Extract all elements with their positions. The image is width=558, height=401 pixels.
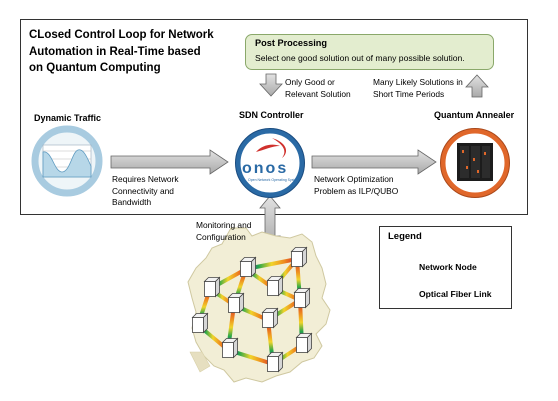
onos-tagline: Open Network Operating System: [248, 178, 300, 182]
network-node-cube: [239, 256, 257, 278]
network-node-cube: [221, 337, 239, 359]
dynamic-traffic-label: Dynamic Traffic: [34, 113, 102, 123]
legend-box: [379, 226, 512, 309]
only-good-label: Only Good or Relevant Solution: [285, 77, 351, 99]
network-node-cube: [191, 312, 209, 334]
network-node-cube: [227, 292, 245, 314]
quantum-annealer-icon: [440, 128, 510, 198]
legend-item-fiber-link: Optical Fiber Link: [419, 289, 492, 299]
post-processing-box: [245, 34, 494, 70]
network-node-cube: [266, 351, 284, 373]
right-arrow-icon: [110, 149, 229, 175]
network-node-cube: [266, 275, 284, 297]
requires-label: Requires Network Connectivity and Bandwi…: [112, 174, 179, 207]
up-arrow-icon: [465, 74, 489, 98]
monitoring-label: Monitoring and Configuration: [196, 220, 252, 242]
network-node-cube: [293, 287, 311, 309]
sdn-controller-label: SDN Controller: [239, 110, 304, 120]
diagram-title: CLosed Control Loop for Network Automati…: [29, 29, 214, 74]
network-node-cube: [203, 276, 221, 298]
down-arrow-icon: [259, 73, 283, 97]
optimization-label: Network Optimization Problem as ILP/QUBO: [314, 174, 399, 196]
many-likely-label: Many Likely Solutions in Short Time Peri…: [373, 77, 463, 99]
quantum-annealer-label: Quantum Annealer: [434, 110, 515, 120]
dynamic-traffic-icon: [31, 125, 103, 197]
post-processing-text: Select one good solution out of many pos…: [255, 53, 465, 63]
onos-logo: onos: [242, 160, 289, 177]
network-node-cube: [290, 246, 308, 268]
right-arrow-icon: [311, 149, 437, 175]
sdn-controller-icon: [235, 128, 305, 198]
legend-item-network-node: Network Node: [419, 262, 477, 272]
legend-title: Legend: [388, 231, 422, 242]
post-processing-heading: Post Processing: [255, 38, 327, 48]
network-node-cube: [295, 332, 313, 354]
network-nodes: [191, 246, 313, 373]
network-node-cube: [261, 307, 279, 329]
